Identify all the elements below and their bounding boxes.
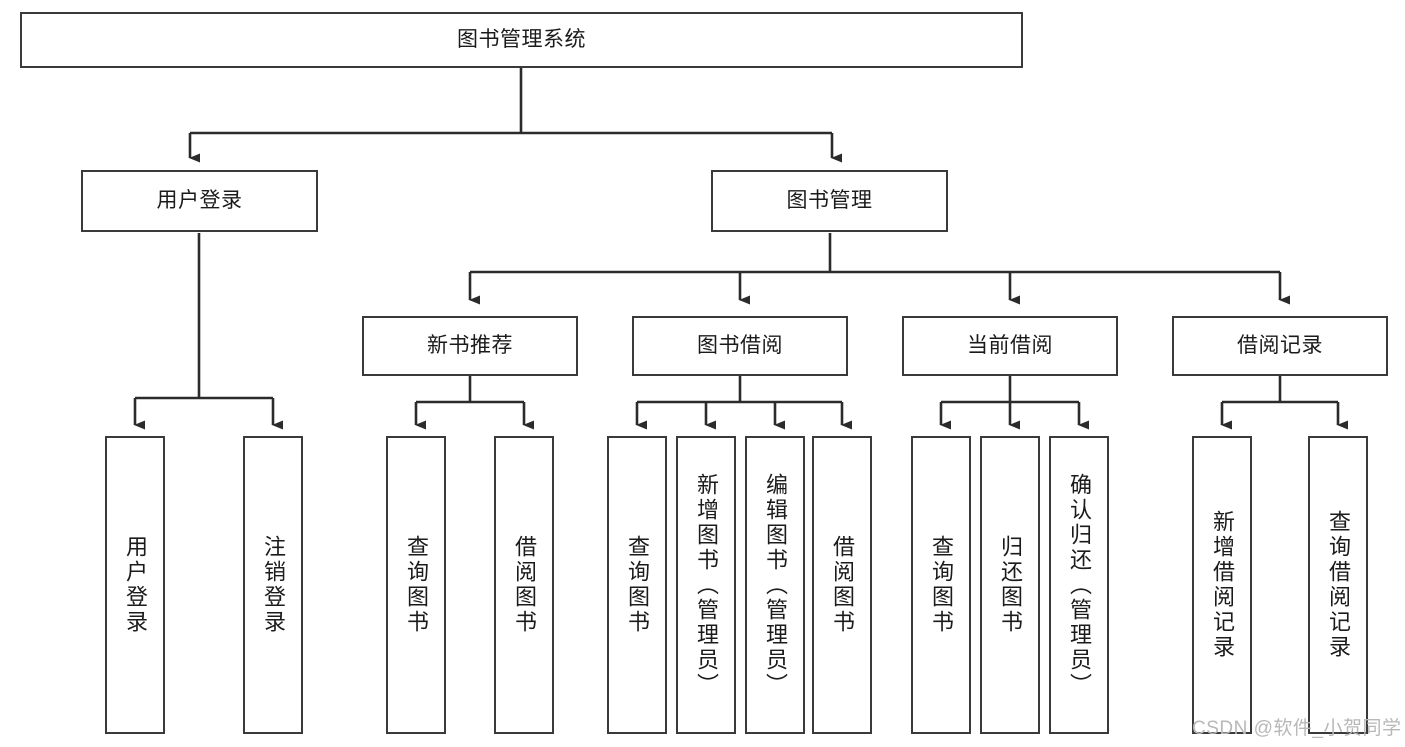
- node-label: 借阅图书: [830, 535, 855, 635]
- node-label: 新增图书（管理员）: [694, 472, 719, 698]
- node-label: 图书借阅: [697, 333, 783, 357]
- node-label: 确认归还（管理员）: [1067, 472, 1092, 698]
- node-label: 查询借阅记录: [1326, 510, 1351, 660]
- leaf-current-confirm-return-admin[interactable]: 确认归还（管理员）: [1049, 436, 1109, 734]
- node-label: 用户登录: [123, 535, 148, 635]
- leaf-current-return-book[interactable]: 归还图书: [980, 436, 1040, 734]
- node-label: 归还图书: [998, 535, 1023, 635]
- node-book-management[interactable]: 图书管理: [711, 170, 948, 232]
- leaf-borrow-borrow-book[interactable]: 借阅图书: [812, 436, 872, 734]
- node-book-borrow[interactable]: 图书借阅: [632, 316, 848, 376]
- node-label: 新书推荐: [427, 333, 513, 357]
- node-label: 注销登录: [261, 535, 286, 635]
- node-label: 借阅记录: [1237, 333, 1323, 357]
- leaf-borrow-add-book-admin[interactable]: 新增图书（管理员）: [676, 436, 736, 734]
- leaf-recommend-borrow-book[interactable]: 借阅图书: [494, 436, 554, 734]
- node-label: 查询图书: [929, 535, 954, 635]
- node-user-login[interactable]: 用户登录: [81, 170, 318, 232]
- leaf-borrow-query-book[interactable]: 查询图书: [607, 436, 667, 734]
- node-label: 新增借阅记录: [1210, 510, 1235, 660]
- leaf-record-add-record[interactable]: 新增借阅记录: [1192, 436, 1252, 734]
- node-label: 查询图书: [625, 535, 650, 635]
- node-label: 当前借阅: [967, 333, 1053, 357]
- csdn-watermark: CSDN @软件_小贺同学: [1192, 718, 1402, 739]
- leaf-borrow-edit-book-admin[interactable]: 编辑图书（管理员）: [745, 436, 805, 734]
- node-root-system[interactable]: 图书管理系统: [20, 12, 1023, 68]
- node-new-book-recommend[interactable]: 新书推荐: [362, 316, 578, 376]
- node-label: 编辑图书（管理员）: [763, 472, 788, 698]
- leaf-recommend-query-book[interactable]: 查询图书: [386, 436, 446, 734]
- node-borrow-record[interactable]: 借阅记录: [1172, 316, 1388, 376]
- leaf-current-query-book[interactable]: 查询图书: [911, 436, 971, 734]
- node-label: 用户登录: [156, 188, 243, 212]
- node-label: 图书管理: [786, 188, 873, 212]
- leaf-record-query-record[interactable]: 查询借阅记录: [1308, 436, 1368, 734]
- node-label: 查询图书: [404, 535, 429, 635]
- node-label: 借阅图书: [512, 535, 537, 635]
- leaf-user-login-signout[interactable]: 注销登录: [243, 436, 303, 734]
- node-current-borrow[interactable]: 当前借阅: [902, 316, 1118, 376]
- node-label: 图书管理系统: [457, 27, 586, 51]
- leaf-user-login-signin[interactable]: 用户登录: [105, 436, 165, 734]
